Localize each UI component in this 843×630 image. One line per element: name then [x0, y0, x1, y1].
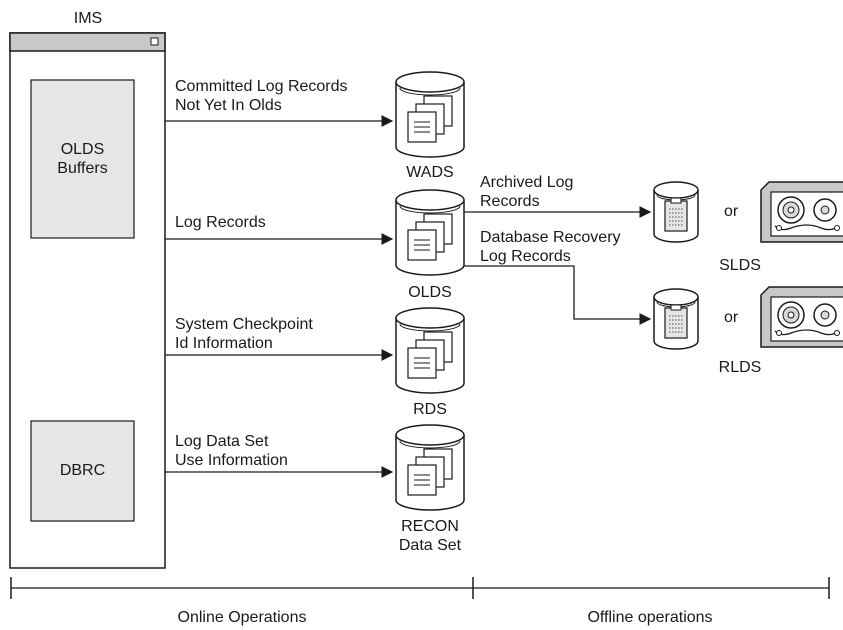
olds-label: OLDS [408, 284, 452, 301]
recon-disk-icon [395, 424, 465, 511]
log-data-set-label-1: Log Data Set [175, 433, 269, 450]
wads-disk-icon [395, 71, 465, 158]
recon-label-1: RECON [401, 518, 459, 535]
committed-label-2: Not Yet In Olds [175, 97, 282, 114]
rlds-or-label: or [724, 309, 739, 326]
olds-buffers-box [30, 79, 135, 239]
archived-label-2: Records [480, 193, 540, 210]
archived-label-1: Archived Log [480, 174, 574, 191]
offline-operations-label: Offline operations [587, 609, 713, 626]
rlds-disk-icon [653, 288, 699, 350]
dbrc-label: DBRC [59, 462, 106, 479]
committed-label-1: Committed Log Records [175, 78, 348, 95]
checkpoint-label-2: Id Information [175, 335, 273, 352]
slds-tape-icon [760, 181, 843, 243]
rds-label: RDS [413, 401, 447, 418]
wads-label: WADS [406, 164, 454, 181]
slds-label: SLDS [719, 257, 761, 274]
rlds-label: RLDS [718, 359, 762, 376]
db-recovery-label-2: Log Records [480, 248, 571, 265]
db-recovery-label-1: Database Recovery [480, 229, 621, 246]
log-records-label: Log Records [175, 214, 266, 231]
rlds-tape-icon [760, 286, 843, 348]
checkpoint-label-1: System Checkpoint [175, 316, 313, 333]
dbrc-box [30, 420, 135, 522]
window-restore-icon [150, 37, 159, 46]
slds-or-label: or [724, 203, 739, 220]
recon-label-2: Data Set [398, 537, 462, 554]
slds-disk-icon [653, 181, 699, 243]
olds-disk-icon [395, 189, 465, 276]
ims-title: IMS [73, 10, 103, 27]
log-data-set-label-2: Use Information [175, 452, 288, 469]
rds-disk-icon [395, 307, 465, 394]
online-operations-label: Online Operations [177, 609, 307, 626]
recovery-arrow [464, 265, 652, 325]
olds-buffers-label-1: OLDS [60, 141, 105, 158]
olds-buffers-label-2: Buffers [57, 160, 108, 177]
